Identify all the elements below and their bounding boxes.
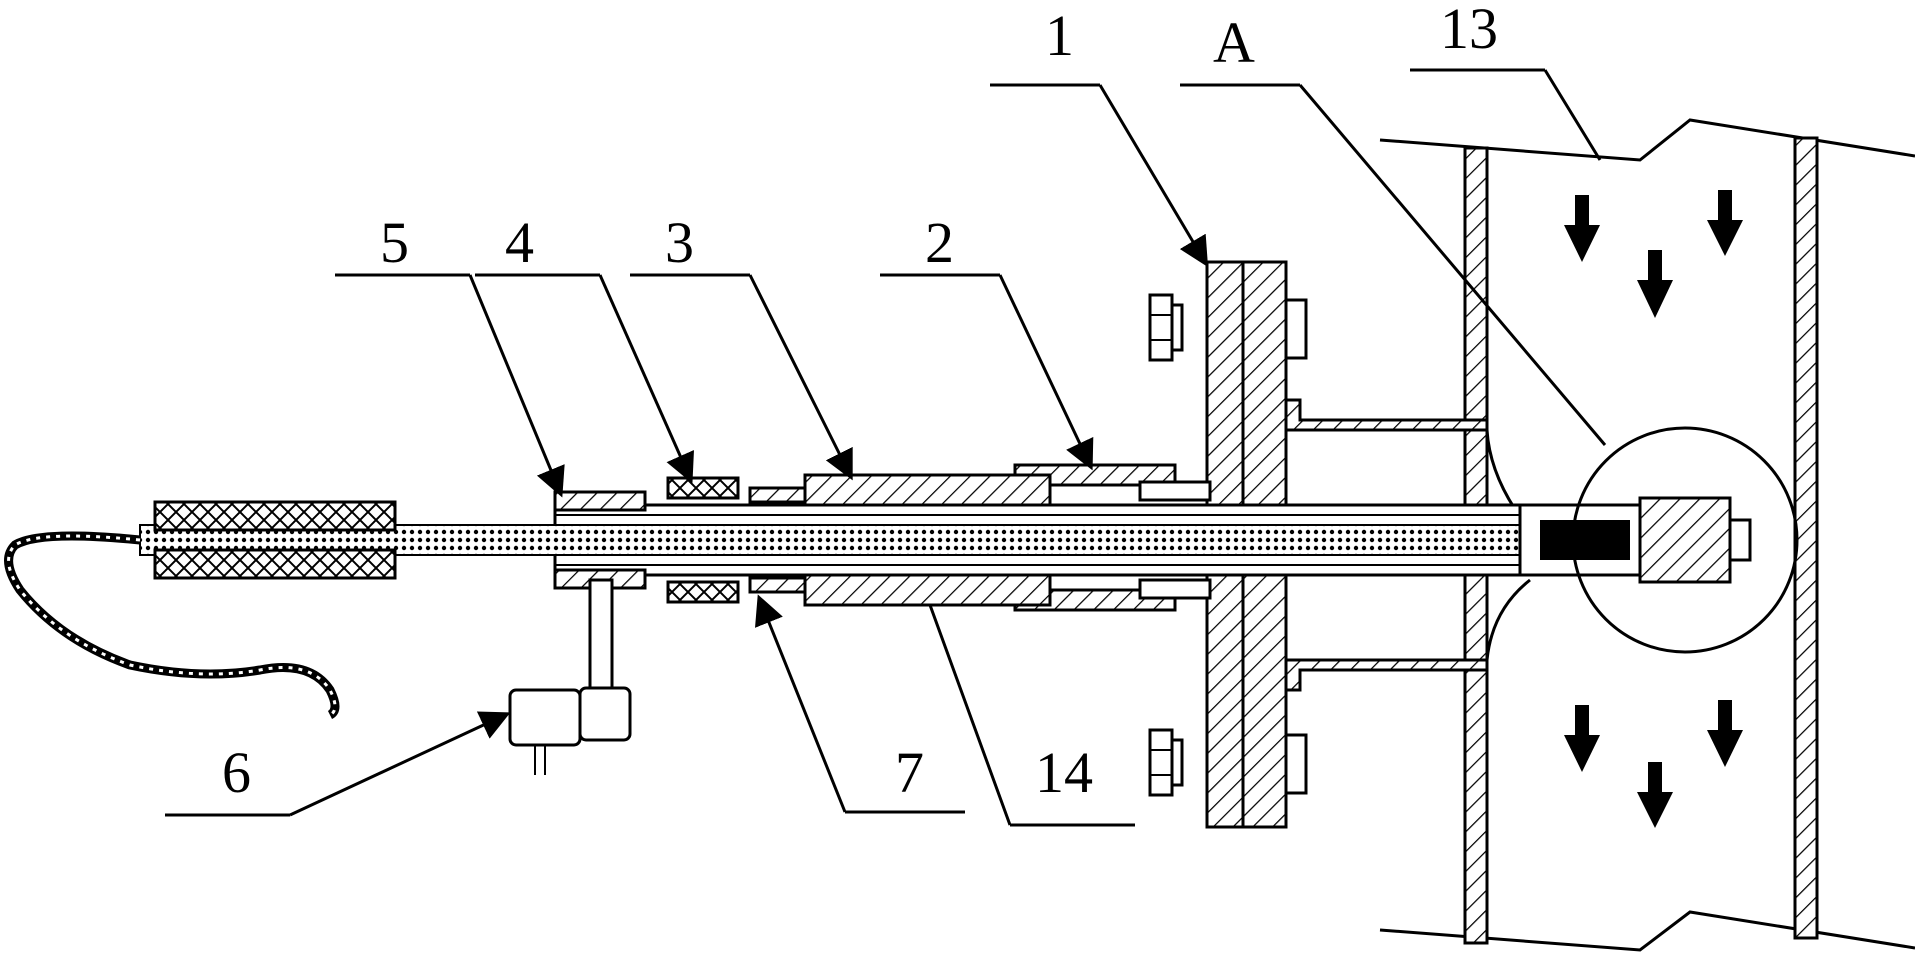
flow-arrow-down bbox=[1564, 705, 1600, 772]
flow-arrow-down bbox=[1637, 250, 1673, 318]
leader-14 bbox=[928, 604, 1135, 827]
packing-top bbox=[666, 476, 740, 500]
outer-sleeve bbox=[803, 463, 1212, 612]
flow-arrow-down bbox=[1637, 762, 1673, 828]
leader-lines bbox=[165, 68, 1607, 827]
flow-arrows bbox=[1564, 190, 1743, 828]
sleeve-part-3-top bbox=[803, 473, 1052, 507]
label-1: 1 bbox=[1045, 3, 1074, 68]
leader-4 bbox=[475, 273, 694, 484]
handle-bottom bbox=[153, 548, 397, 580]
leader-3 bbox=[630, 273, 853, 481]
handle-top bbox=[153, 500, 397, 532]
duct-top-break-line bbox=[1379, 118, 1915, 162]
flow-arrow-down bbox=[1707, 700, 1743, 767]
label-7: 7 bbox=[895, 740, 924, 805]
label-3: 3 bbox=[665, 210, 694, 275]
leader-5 bbox=[335, 273, 565, 498]
gland-nut-bottom bbox=[748, 576, 807, 594]
label-a: A bbox=[1213, 10, 1255, 75]
label-13: 13 bbox=[1440, 0, 1498, 61]
duct-bottom-break-line bbox=[1379, 910, 1915, 952]
stub-saddle-bottom bbox=[1485, 578, 1531, 661]
label-14: 14 bbox=[1035, 740, 1093, 805]
packing-gland bbox=[666, 476, 807, 604]
sleeve-part-14-b bbox=[1138, 578, 1212, 600]
elbow-fitting bbox=[578, 686, 632, 742]
leader-13 bbox=[1410, 68, 1602, 161]
cable-handle bbox=[153, 500, 397, 580]
leader-2 bbox=[880, 273, 1094, 471]
probe-tip bbox=[1518, 496, 1752, 584]
detail-circle-a bbox=[1571, 426, 1799, 654]
leader-7 bbox=[755, 594, 965, 814]
label-5: 5 bbox=[380, 210, 409, 275]
gland-nut-top bbox=[748, 486, 807, 504]
connector-top bbox=[553, 490, 647, 512]
purge-line bbox=[508, 578, 632, 775]
duct-right-wall bbox=[1793, 136, 1819, 940]
purge-pipe bbox=[588, 578, 614, 694]
label-6: 6 bbox=[222, 740, 251, 805]
bolt-top bbox=[1148, 293, 1308, 362]
leader-1 bbox=[990, 83, 1209, 268]
sleeve-part-14 bbox=[1138, 480, 1212, 502]
packing-bottom bbox=[666, 580, 740, 604]
label-2: 2 bbox=[925, 210, 954, 275]
solenoid-valve bbox=[508, 688, 582, 775]
flow-arrow-down bbox=[1564, 195, 1600, 262]
flow-arrow-down bbox=[1707, 190, 1743, 256]
sleeve-part-3-bottom bbox=[803, 573, 1052, 607]
label-4: 4 bbox=[505, 210, 534, 275]
leader-a bbox=[1180, 83, 1607, 446]
leader-6 bbox=[165, 711, 511, 817]
bolt-bottom bbox=[1148, 728, 1308, 797]
